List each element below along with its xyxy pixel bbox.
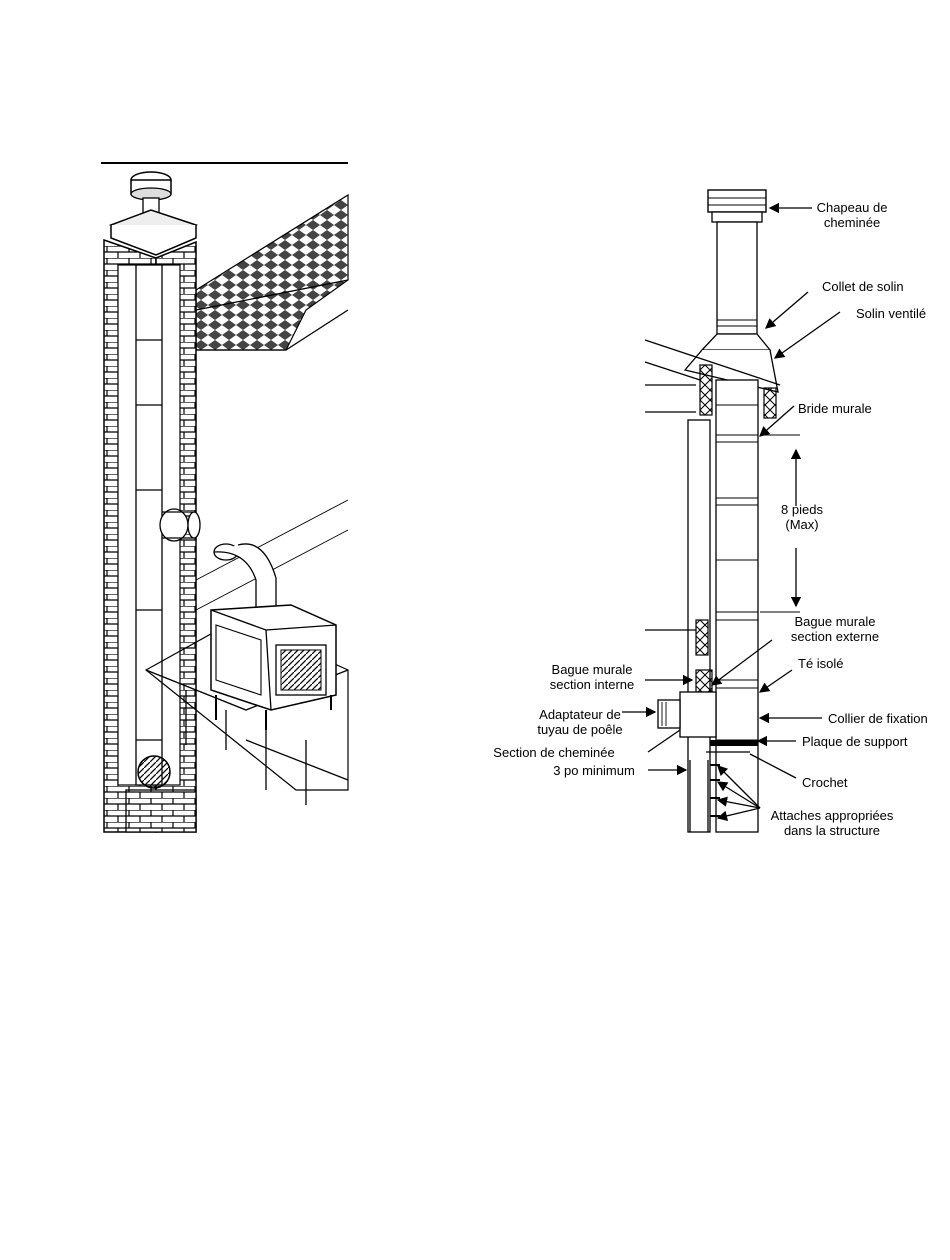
label-attaches-2: dans la structure bbox=[784, 823, 880, 838]
label-bride: Bride murale bbox=[798, 401, 872, 416]
label-attaches-1: Attaches appropriées bbox=[771, 808, 894, 823]
chimney-section-diagram: Chapeau de cheminée Collet de solin Soli… bbox=[600, 180, 950, 850]
chimney-cap-drawing bbox=[708, 190, 766, 222]
label-bague-int-1: Bague murale bbox=[552, 662, 633, 677]
label-bague-ext-1: Bague murale bbox=[795, 614, 876, 629]
masonry-chimney-illustration bbox=[96, 150, 356, 840]
label-bague-int-2: section interne bbox=[550, 677, 635, 692]
label-section: Section de cheminée bbox=[493, 745, 614, 760]
label-chapeau-1: Chapeau de bbox=[817, 200, 888, 215]
label-plaque: Plaque de support bbox=[802, 734, 908, 749]
label-solin: Solin ventilé bbox=[856, 306, 926, 321]
label-chapeau-2: cheminée bbox=[824, 215, 880, 230]
label-bague-ext-2: section externe bbox=[791, 629, 879, 644]
label-collier: Collier de fixation bbox=[828, 711, 928, 726]
label-te: Té isolé bbox=[798, 656, 844, 671]
wood-stove bbox=[211, 605, 336, 730]
label-collet: Collet de solin bbox=[822, 279, 904, 294]
label-adaptateur-1: Adaptateur de bbox=[539, 707, 621, 722]
roof bbox=[196, 195, 348, 350]
label-crochet: Crochet bbox=[802, 775, 848, 790]
label-pieds-1: 8 pieds bbox=[781, 502, 823, 517]
label-adaptateur-2: tuyau de poêle bbox=[537, 722, 622, 737]
label-pieds-2: (Max) bbox=[785, 517, 818, 532]
stove-pipe bbox=[214, 544, 276, 610]
label-minimum: 3 po minimum bbox=[553, 763, 635, 778]
